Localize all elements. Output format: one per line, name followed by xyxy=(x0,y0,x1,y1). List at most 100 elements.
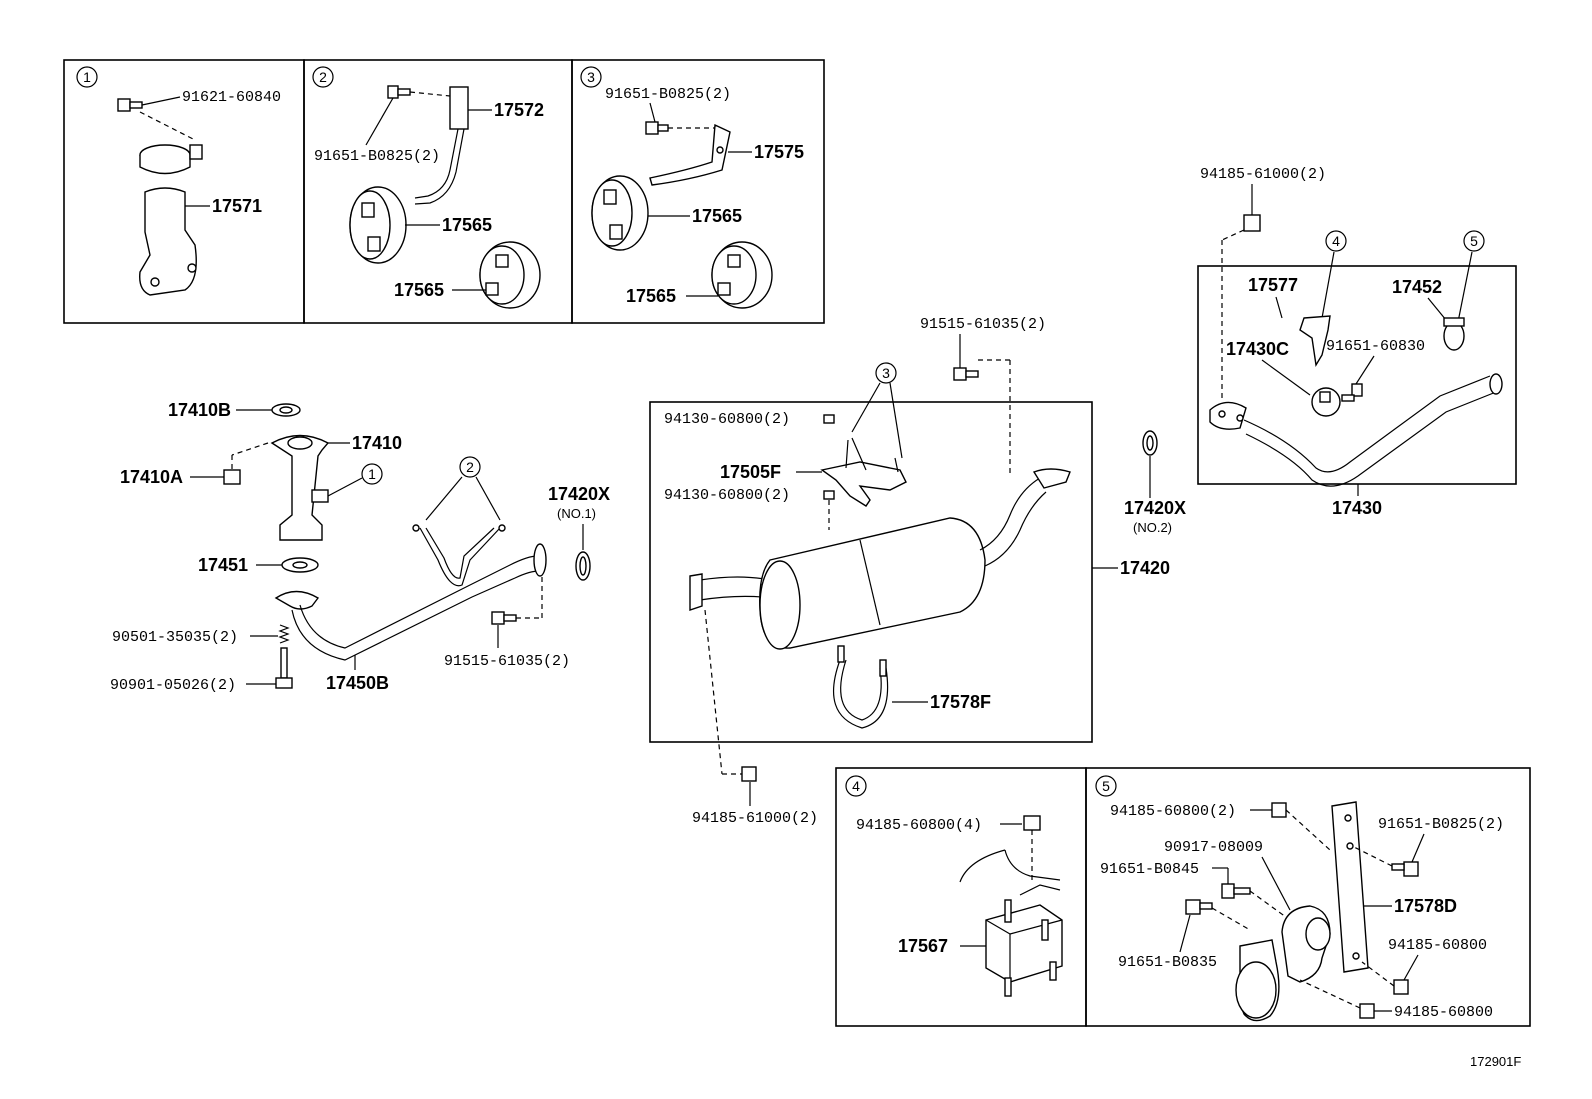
nut-icon xyxy=(823,490,835,500)
cushion-90917-08009-icon xyxy=(1281,905,1331,983)
label-17420x-no1: 17420X xyxy=(548,484,610,504)
detail-box-4: 4 94185-60800(4) 17567 xyxy=(835,767,1087,1027)
label-90501-35035: 90501-35035(2) xyxy=(112,629,238,646)
label-94185-61000-tail: 94185-61000(2) xyxy=(1200,166,1326,183)
label-17567: 17567 xyxy=(898,936,948,956)
label-17571: 17571 xyxy=(212,196,262,216)
bolt-icon xyxy=(1391,861,1419,877)
rubber-cushion-icon xyxy=(711,241,773,309)
nut-icon xyxy=(1023,815,1041,831)
label-17565-box2b: 17565 xyxy=(394,280,444,300)
rubber-cushion-icon xyxy=(479,241,541,309)
label-17410a: 17410A xyxy=(120,467,183,487)
label-17430c: 17430C xyxy=(1226,339,1289,359)
u-clamp-17578f-icon xyxy=(832,645,889,729)
nut-icon xyxy=(1393,979,1409,995)
bracket-17505f-icon xyxy=(820,437,907,507)
label-94185-61000-lower: 94185-61000(2) xyxy=(692,810,818,827)
front-pipe-17410-icon xyxy=(270,434,330,541)
callout-2-label: 2 xyxy=(319,69,327,85)
front-pipe-group: 17410B 17410 17410A 1 17451 xyxy=(110,400,610,694)
exhaust-pipe-17450b-icon xyxy=(274,524,547,661)
spring-icon xyxy=(278,624,290,644)
bolt-icon xyxy=(117,98,143,112)
bolt-icon xyxy=(1185,899,1213,915)
label-91651-b0825-box2: 91651-B0825(2) xyxy=(314,148,440,165)
nut-icon xyxy=(1243,214,1261,232)
detail-box-3: 3 91651-B0825(2) 17575 17565 17565 xyxy=(571,59,825,324)
cushion-17430c-icon xyxy=(1311,387,1341,417)
label-94185-60800-box5-b: 94185-60800 xyxy=(1394,1004,1493,1021)
detail-box-2: 2 91651-B0825(2) 17572 17565 xyxy=(303,59,573,324)
label-90901-05026: 90901-05026(2) xyxy=(110,677,236,694)
label-17420x-no2: 17420X xyxy=(1124,498,1186,518)
nut-icon xyxy=(823,414,835,424)
clamp-icon xyxy=(139,144,203,175)
label-17450b: 17450B xyxy=(326,673,389,693)
label-17565-box3a: 17565 xyxy=(692,206,742,226)
clamp-band-icon xyxy=(1235,939,1280,1022)
muffler-17420-icon xyxy=(689,468,1071,650)
label-91651-b0825-box3: 91651-B0825(2) xyxy=(605,86,731,103)
label-17572: 17572 xyxy=(494,100,544,120)
bolt-icon xyxy=(645,121,669,135)
callout-5-label: 5 xyxy=(1102,778,1110,794)
callout-3-label: 3 xyxy=(587,69,595,85)
mount-17567-icon xyxy=(985,899,1063,997)
bolt-icon xyxy=(953,367,979,381)
label-91515-61035-front: 91515-61035(2) xyxy=(444,653,570,670)
callout-2-front: 2 xyxy=(466,459,474,475)
callout-3-muffler: 3 xyxy=(882,365,890,381)
label-17430: 17430 xyxy=(1332,498,1382,518)
callout-1-front: 1 xyxy=(368,466,376,482)
label-94130-60800-top: 94130-60800(2) xyxy=(664,411,790,428)
muffler-group: 91515-61035(2) 3 94130-60800(2) 17505F 9… xyxy=(649,316,1186,827)
bracket-17571-icon xyxy=(139,187,197,296)
nut-icon xyxy=(1359,1003,1375,1019)
label-91651-b0825-box5: 91651-B0825(2) xyxy=(1378,816,1504,833)
label-17420: 17420 xyxy=(1120,558,1170,578)
label-94185-60800-box4: 94185-60800(4) xyxy=(856,817,982,834)
label-17410: 17410 xyxy=(352,433,402,453)
nut-icon xyxy=(223,469,241,485)
detail-box-1: 1 91621-60840 17571 xyxy=(63,59,305,324)
rubber-cushion-icon xyxy=(349,186,407,264)
label-no2: (NO.2) xyxy=(1133,520,1172,535)
label-91515-61035-muffler: 91515-61035(2) xyxy=(920,316,1046,333)
label-17575: 17575 xyxy=(754,142,804,162)
label-17578f: 17578F xyxy=(930,692,991,712)
label-17578d: 17578D xyxy=(1394,896,1457,916)
label-17577: 17577 xyxy=(1248,275,1298,295)
tail-pipe-group: 94185-61000(2) 4 5 17577 17452 17430C xyxy=(1197,166,1517,518)
label-91651-60830: 91651-60830 xyxy=(1326,338,1425,355)
gasket-ring-icon xyxy=(1142,430,1158,456)
strap-17578d-icon xyxy=(1331,801,1369,973)
nut-icon xyxy=(741,766,757,782)
label-90917-08009: 90917-08009 xyxy=(1164,839,1263,856)
label-91621-60840: 91621-60840 xyxy=(182,89,281,106)
hanger-17572-icon xyxy=(414,86,469,205)
label-17410b: 17410B xyxy=(168,400,231,420)
label-91651-b0835: 91651-B0835 xyxy=(1118,954,1217,971)
callout-5-tail: 5 xyxy=(1470,233,1478,249)
rubber-cushion-icon xyxy=(591,175,649,251)
label-94130-60800-bottom: 94130-60800(2) xyxy=(664,487,790,504)
label-94185-60800-box5-a: 94185-60800 xyxy=(1388,937,1487,954)
label-17505f: 17505F xyxy=(720,462,781,482)
callout-4-tail: 4 xyxy=(1332,233,1340,249)
stud-bolt-icon xyxy=(275,647,293,689)
label-17451: 17451 xyxy=(198,555,248,575)
detail-box-5: 5 94185-60800(2) 17578D 91651-B0825(2) 9… xyxy=(1085,767,1531,1027)
bolt-icon xyxy=(387,85,411,99)
tail-pipe-17430-icon xyxy=(1209,373,1503,487)
hanger-17577-icon xyxy=(1299,315,1331,368)
label-17565-box3b: 17565 xyxy=(626,286,676,306)
label-94185-60800-box5-top: 94185-60800(2) xyxy=(1110,803,1236,820)
hanger-17575-icon xyxy=(649,123,731,186)
label-no1: (NO.1) xyxy=(557,506,596,521)
label-17452: 17452 xyxy=(1392,277,1442,297)
bolt-icon xyxy=(1221,883,1251,899)
bolt-icon xyxy=(1341,383,1363,402)
label-17565-box2a: 17565 xyxy=(442,215,492,235)
